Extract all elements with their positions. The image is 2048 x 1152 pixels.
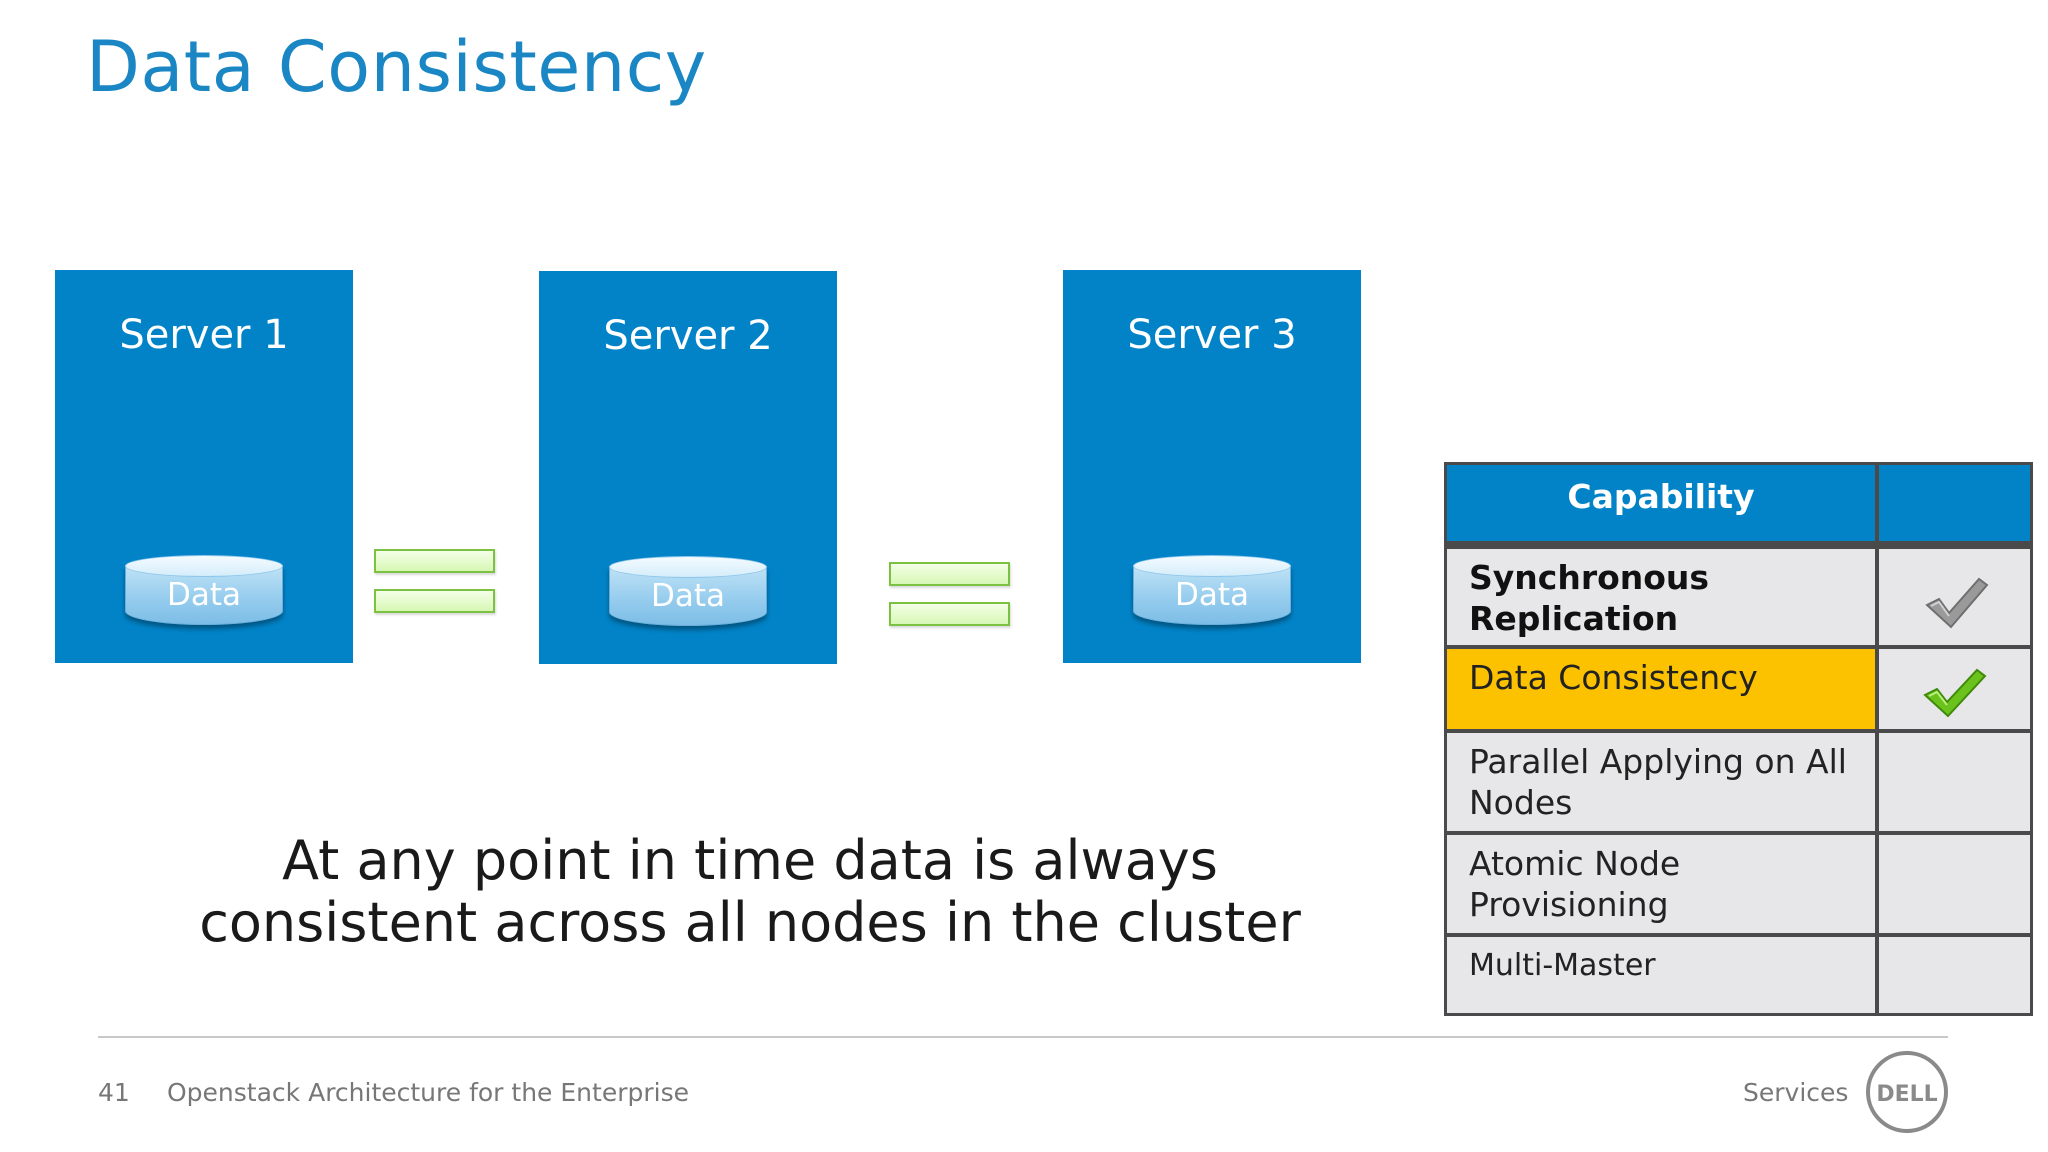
- database-icon: Data: [125, 555, 283, 635]
- table-row-synchronous-replication: Synchronous Replication: [1447, 549, 1875, 645]
- equals-bar-top-1: [374, 549, 495, 573]
- table-header-status: [1879, 465, 2030, 541]
- table-header-capability: Capability: [1447, 465, 1875, 541]
- table-row-status-cell: [1879, 649, 2030, 729]
- page-number: 41: [98, 1078, 130, 1107]
- statement-line-2: consistent across all nodes in the clust…: [199, 891, 1301, 954]
- gray-checkmark-icon: [1925, 577, 1989, 629]
- equals-bar-bottom-1: [374, 589, 495, 613]
- server-label: Server 2: [603, 313, 773, 359]
- table-row-data-consistency: Data Consistency: [1447, 649, 1875, 729]
- capability-table: Capability Synchronous Replication Data …: [1444, 462, 2033, 1016]
- server-box-2: Server 2 Data: [539, 271, 837, 664]
- footer-section: Services: [1743, 1078, 1849, 1107]
- table-row-parallel-applying: Parallel Applying on All Nodes: [1447, 733, 1875, 831]
- footer-divider: [98, 1036, 1948, 1038]
- row-label: Atomic Node Provisioning: [1469, 844, 1681, 924]
- table-row-status-cell: [1879, 733, 2030, 831]
- server-box-1: Server 1 Data: [55, 270, 353, 663]
- table-row-multi-master: Multi-Master: [1447, 937, 1875, 1013]
- server-label: Server 1: [119, 312, 289, 358]
- green-checkmark-icon: [1923, 668, 1987, 718]
- table-header-label: Capability: [1567, 477, 1755, 516]
- equals-bar-bottom-2: [889, 602, 1010, 626]
- dell-logo-icon: DELL: [1866, 1051, 1948, 1133]
- server-label: Server 3: [1127, 312, 1297, 358]
- equals-bar-top-2: [889, 562, 1010, 586]
- row-label: Synchronous Replication: [1469, 558, 1710, 638]
- table-row-atomic-node-provisioning: Atomic Node Provisioning: [1447, 835, 1875, 933]
- table-row-status-cell: [1879, 937, 2030, 1013]
- database-icon: Data: [1133, 555, 1291, 635]
- statement-line-1: At any point in time data is always: [282, 829, 1218, 892]
- presentation-title: Openstack Architecture for the Enterpris…: [167, 1078, 689, 1107]
- row-label: Multi-Master: [1469, 948, 1656, 983]
- database-icon: Data: [609, 556, 767, 636]
- database-label: Data: [166, 577, 242, 613]
- database-label: Data: [1174, 577, 1250, 613]
- row-label: Parallel Applying on All Nodes: [1469, 742, 1847, 822]
- slide-title: Data Consistency: [86, 26, 707, 108]
- database-label: Data: [650, 578, 726, 614]
- row-label: Data Consistency: [1469, 658, 1758, 697]
- table-row-status-cell: [1879, 835, 2030, 933]
- consistency-statement: At any point in time data is always cons…: [150, 830, 1350, 954]
- table-row-status-cell: [1879, 549, 2030, 645]
- server-box-3: Server 3 Data: [1063, 270, 1361, 663]
- logo-text: DELL: [1876, 1082, 1937, 1107]
